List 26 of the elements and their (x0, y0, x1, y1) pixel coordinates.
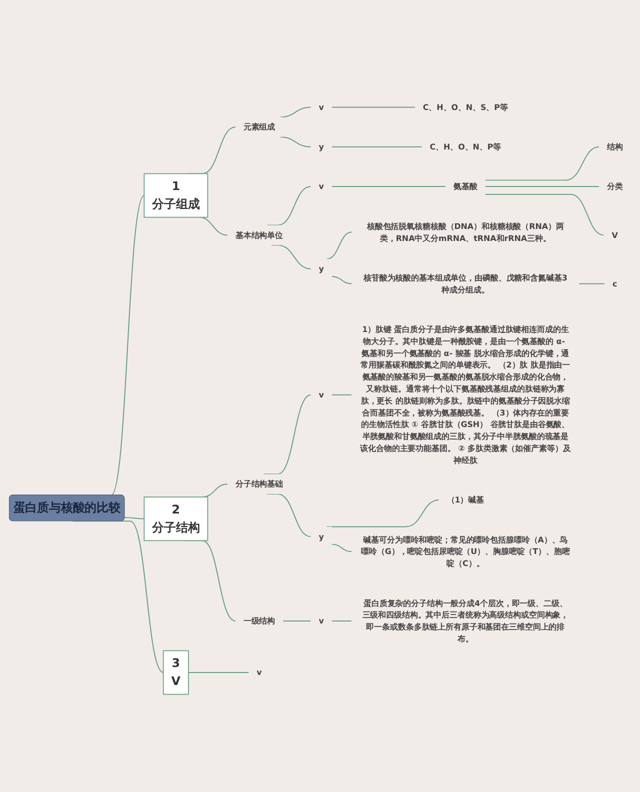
connector (331, 276, 352, 284)
connector (331, 186, 446, 188)
node-box (162, 650, 189, 696)
connector (270, 244, 312, 270)
connector (72, 520, 164, 674)
connector (202, 484, 228, 498)
node-box (144, 496, 208, 542)
connector (484, 194, 604, 236)
connector (280, 136, 312, 148)
connector (331, 394, 352, 396)
connector (263, 394, 312, 475)
connector (484, 146, 600, 181)
connector (484, 186, 600, 188)
connector (280, 106, 312, 118)
connector (331, 106, 416, 108)
connector (331, 620, 352, 622)
connector (124, 517, 145, 520)
connector (326, 232, 352, 260)
connector (282, 620, 312, 622)
connector (331, 544, 352, 552)
connector (578, 283, 606, 284)
connector (326, 500, 440, 528)
connector (331, 146, 422, 148)
connector (267, 186, 312, 226)
connector (188, 672, 250, 674)
node-box (144, 173, 208, 218)
